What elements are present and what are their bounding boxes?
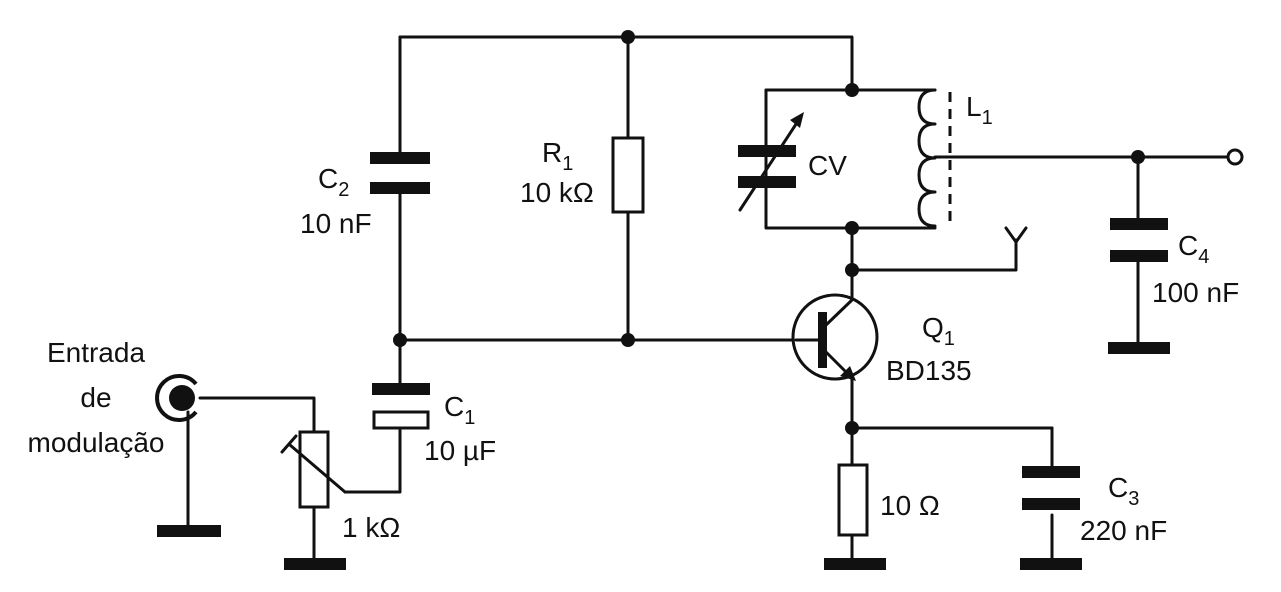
c3-value: 220 nF (1080, 515, 1167, 546)
pot-value: 1 kΩ (342, 512, 400, 543)
capacitor-c4 (1108, 218, 1170, 354)
capacitor-c1 (372, 383, 430, 430)
c2-value: 10 nF (300, 208, 372, 239)
junction-dots (393, 30, 1145, 435)
l1-label: L1 (966, 91, 993, 129)
c1-label: C1 (444, 391, 475, 429)
potentiometer (280, 430, 347, 570)
input-label-line3: modulação (28, 427, 165, 458)
resistor-r1 (611, 136, 645, 214)
resistor-emitter (837, 463, 869, 537)
re-value: 10 Ω (880, 490, 940, 521)
transistor-q1 (791, 293, 879, 381)
inductor-l1 (917, 88, 952, 228)
capacitor-c3 (1020, 466, 1082, 570)
input-label-line2: de (80, 382, 111, 413)
c4-value: 100 nF (1152, 277, 1239, 308)
input-label-line1: Entrada (47, 337, 145, 368)
c1-value: 10 µF (424, 435, 496, 466)
q1-value: BD135 (886, 355, 972, 386)
q1-label: Q1 (922, 312, 955, 350)
capacitor-c2 (370, 152, 430, 194)
antenna (1004, 226, 1028, 244)
c4-label: C4 (1178, 230, 1209, 268)
supply-terminal (1226, 148, 1244, 166)
wires (186, 35, 1232, 564)
input-jack-icon (155, 374, 221, 537)
variable-capacitor-cv (738, 88, 804, 212)
r1-label: R1 (542, 137, 573, 175)
c3-label: C3 (1108, 472, 1139, 510)
cv-label: CV (808, 150, 847, 181)
c2-label: C2 (318, 163, 349, 201)
ground-emitter (824, 558, 886, 570)
r1-value: 10 kΩ (520, 177, 594, 208)
